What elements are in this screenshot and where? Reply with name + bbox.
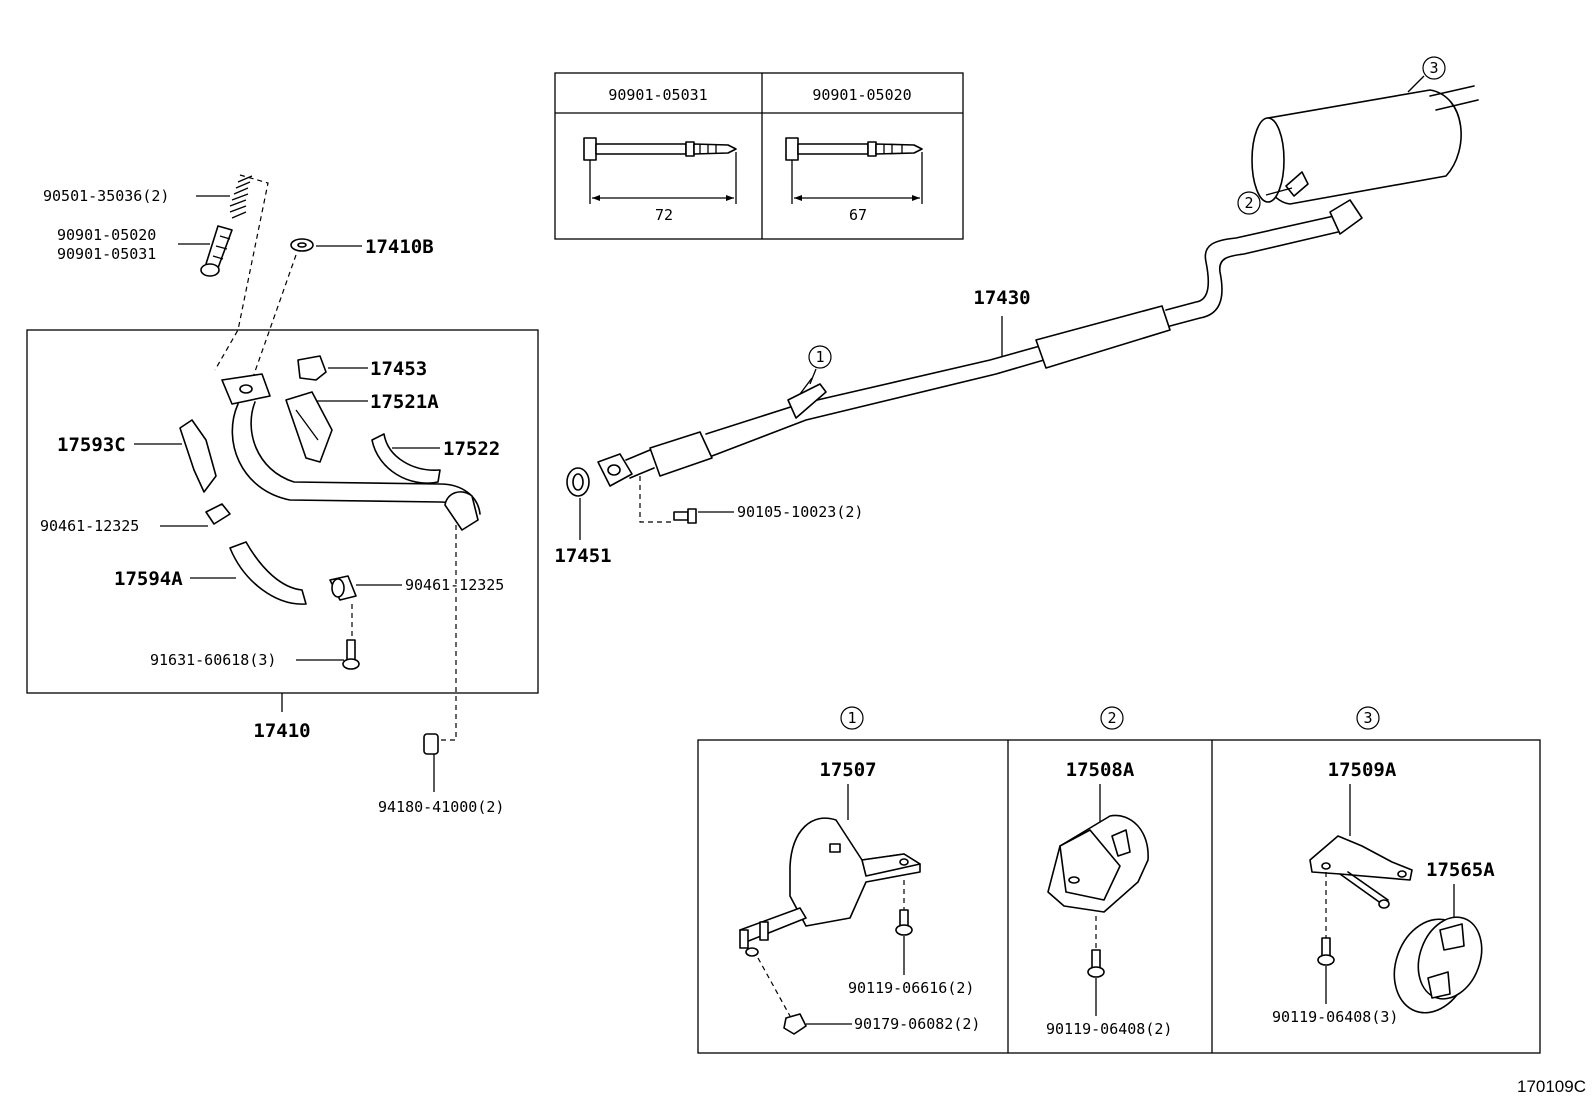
svg-text:2: 2	[1244, 194, 1253, 212]
callout-2-top: 2	[1237, 191, 1261, 215]
heat-insulator-17522	[371, 433, 441, 484]
clamp-90461-12325-b	[329, 575, 357, 601]
callout-3-top: 3	[1422, 56, 1446, 80]
label-90105-10023: 90105-10023(2)	[737, 503, 863, 521]
bolt-table-col1-part: 90901-05031	[608, 86, 707, 104]
label-17410: 17410	[253, 720, 310, 742]
label-90119-06616: 90119-06616(2)	[848, 979, 974, 997]
callout-1-detail: 1	[840, 706, 864, 730]
heat-insulator-17453	[297, 355, 327, 381]
bolt-90119-06408-a	[1087, 949, 1105, 978]
gasket-17451	[566, 467, 590, 497]
label-90461-12325-b: 90461-12325	[405, 576, 504, 594]
exhaust-hanger-bracket-17509A	[1309, 835, 1413, 909]
bolt-length-table: 90901-05031 90901-05020 72	[554, 72, 964, 240]
exhaust-hanger-17507	[739, 817, 921, 957]
label-90901-05020: 90901-05020	[57, 226, 156, 244]
label-17593C: 17593C	[57, 434, 126, 456]
hanger-detail-boxes: 1 2 3 17507 90119-06616(2)	[697, 706, 1541, 1054]
label-90901-05031: 90901-05031	[57, 245, 156, 263]
gasket-17410B	[290, 238, 314, 252]
callout-3-detail: 3	[1356, 706, 1380, 730]
heat-insulator-17521A	[285, 391, 333, 463]
tail-pipe-assembly: 17451 90105-10023(2) 17430	[554, 56, 1479, 567]
label-17508A: 17508A	[1066, 759, 1135, 781]
label-17521A: 17521A	[370, 391, 439, 413]
label-90179-06082: 90179-06082(2)	[854, 1015, 980, 1033]
label-91631-60618: 91631-60618(3)	[150, 651, 276, 669]
svg-text:3: 3	[1429, 59, 1438, 77]
heat-insulator-17593C	[179, 419, 217, 493]
diagram-code: 170109C	[1517, 1077, 1586, 1096]
label-90119-06408-a: 90119-06408(2)	[1046, 1020, 1172, 1038]
svg-text:3: 3	[1363, 709, 1372, 727]
flange-bolt-part	[200, 225, 233, 277]
label-17453: 17453	[370, 358, 427, 380]
label-90119-06408-b: 90119-06408(3)	[1272, 1008, 1398, 1026]
callout-2-detail: 2	[1100, 706, 1124, 730]
label-94180-41000: 94180-41000(2)	[378, 798, 504, 816]
label-17594A: 17594A	[114, 568, 183, 590]
svg-text:1: 1	[815, 348, 824, 366]
exhaust-hanger-17508A	[1047, 814, 1149, 913]
callout-1-top: 1	[808, 345, 832, 369]
bolt-72-drawing	[583, 137, 737, 204]
front-pipe	[221, 373, 481, 531]
bolt-table-col2-part: 90901-05020	[812, 86, 911, 104]
label-90461-12325-a: 90461-12325	[40, 517, 139, 535]
svg-text:1: 1	[847, 709, 856, 727]
bolt-90119-06408-b	[1317, 937, 1335, 966]
svg-text:2: 2	[1107, 709, 1116, 727]
label-17430: 17430	[973, 287, 1030, 309]
label-17509A: 17509A	[1328, 759, 1397, 781]
heat-insulator-17594A	[229, 541, 307, 605]
bolt-table-col1-length: 72	[655, 206, 673, 224]
label-90501-35036: 90501-35036(2)	[43, 187, 169, 205]
label-17565A: 17565A	[1426, 859, 1495, 881]
spring-part	[229, 175, 253, 219]
bushing-94180-41000	[423, 733, 439, 755]
label-17522: 17522	[443, 438, 500, 460]
bolt-table-col2-length: 67	[849, 206, 867, 224]
bolt-90105-10023	[673, 508, 697, 524]
label-17507: 17507	[819, 759, 876, 781]
label-17451: 17451	[554, 545, 611, 567]
bolt-67-drawing	[785, 137, 923, 204]
rubber-support-17565A	[1393, 916, 1483, 1014]
nut-90179-06082	[783, 1013, 807, 1035]
bolt-91631-60618	[342, 639, 360, 670]
front-pipe-assembly: 17410 90501-35036(2) 90901-05020 90901-0…	[26, 174, 539, 742]
clamp-90461-12325-a	[205, 503, 231, 525]
bolt-90119-06616	[895, 909, 913, 936]
label-17410B: 17410B	[365, 236, 434, 258]
